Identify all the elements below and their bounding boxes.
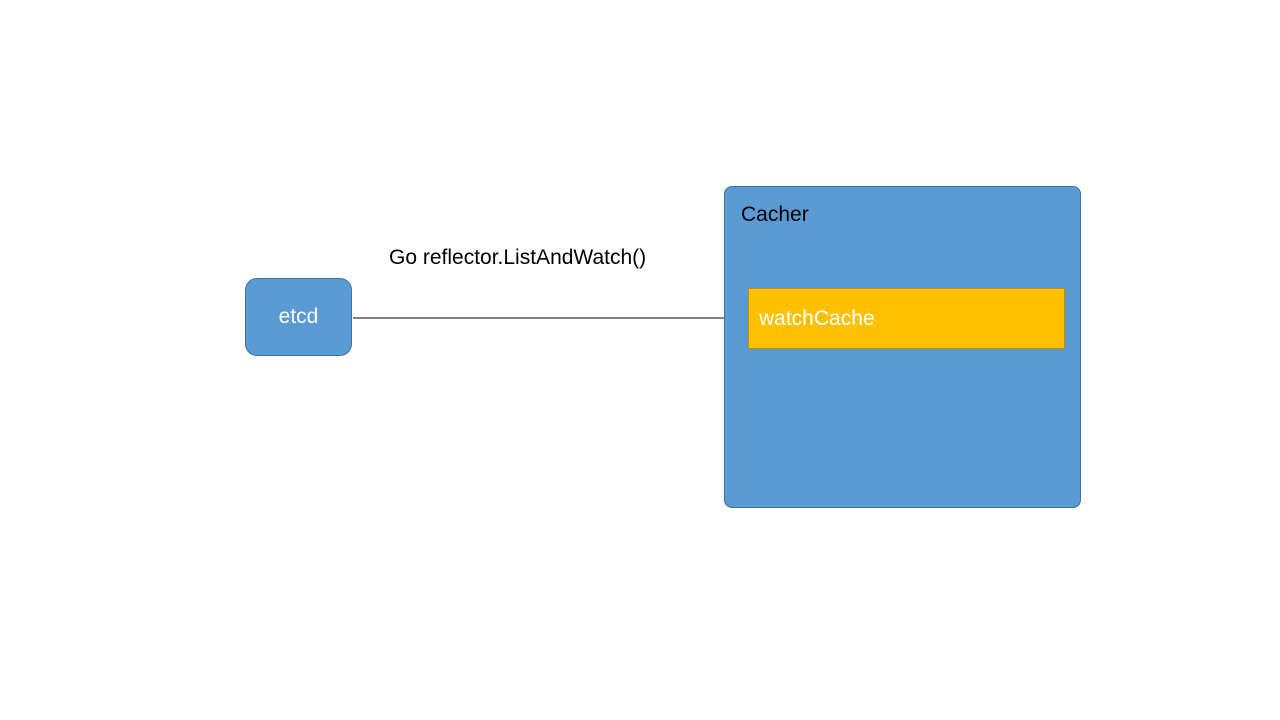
cacher-node-label: Cacher bbox=[741, 203, 809, 226]
etcd-node: etcd bbox=[245, 278, 352, 356]
watchcache-node: watchCache bbox=[748, 288, 1065, 349]
cacher-node: Cacher watchCache bbox=[724, 186, 1081, 508]
edge-label-listandwatch: Go reflector.ListAndWatch() bbox=[389, 246, 647, 269]
watchcache-node-label: watchCache bbox=[759, 306, 875, 330]
etcd-node-label: etcd bbox=[278, 305, 319, 328]
